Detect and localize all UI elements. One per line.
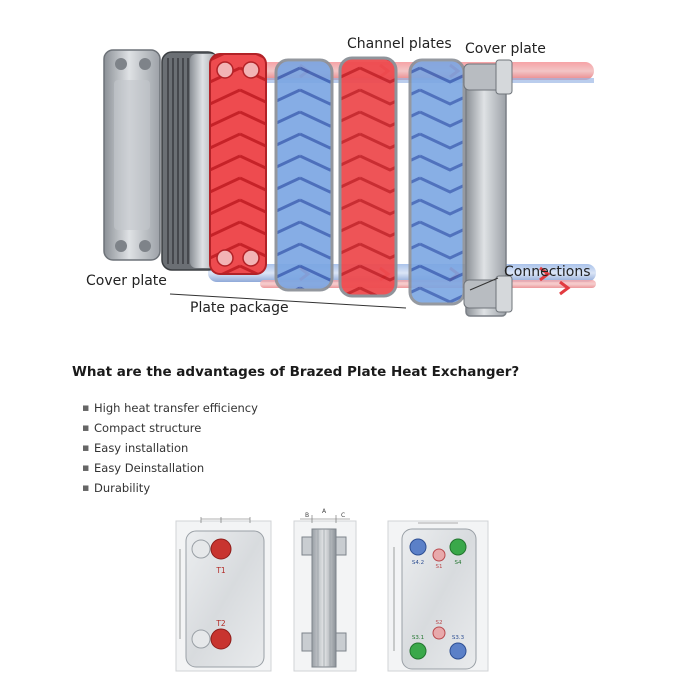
leader-lines bbox=[169, 277, 499, 309]
bullet-icon: ▪ bbox=[82, 441, 90, 454]
connection-nozzle-bottom bbox=[463, 275, 513, 313]
bullet-icon: ▪ bbox=[82, 421, 90, 434]
bullet-icon: ▪ bbox=[82, 461, 90, 474]
list-item: ▪ High heat transfer efficiency bbox=[82, 398, 258, 418]
list-item: ▪ Easy installation bbox=[82, 438, 258, 458]
advantages-heading: What are the advantages of Brazed Plate … bbox=[72, 364, 520, 380]
exploded-view-illustration bbox=[103, 49, 596, 317]
cold-channel-plate-1 bbox=[274, 58, 334, 292]
port-label-s4: S4 bbox=[455, 560, 462, 566]
rear-view-drawing: S4.2 S1 S4 S3.1 S2 S3.3 bbox=[387, 520, 489, 672]
right-cover-plate bbox=[463, 59, 513, 317]
dim-label-a: A bbox=[322, 508, 327, 515]
label-cover-plate-left: Cover plate bbox=[86, 273, 167, 289]
cold-pipe-top bbox=[208, 78, 594, 83]
bullet-icon: ▪ bbox=[82, 481, 90, 494]
list-item-text: Compact structure bbox=[94, 421, 202, 435]
label-channel-plates: Channel plates bbox=[347, 36, 452, 52]
port-label-s1: S1 bbox=[436, 564, 443, 570]
left-cover-plate bbox=[103, 49, 161, 261]
list-item-text: Easy Deinstallation bbox=[94, 461, 205, 475]
hot-channel-plate-1 bbox=[209, 53, 267, 275]
port-label-s3-1: S3.1 bbox=[412, 635, 424, 641]
list-item-text: High heat transfer efficiency bbox=[94, 401, 258, 415]
port-t2-icon bbox=[210, 628, 232, 650]
connection-nozzle-top bbox=[463, 59, 513, 95]
port-s4-2-icon bbox=[409, 538, 427, 556]
list-item: ▪ Durability bbox=[82, 478, 258, 498]
port-label-s2: S2 bbox=[436, 620, 443, 626]
label-connections: Connections bbox=[504, 264, 591, 280]
label-cover-plate-right: Cover plate bbox=[465, 41, 546, 57]
port-s2-icon bbox=[432, 626, 446, 640]
port-s3-3-icon bbox=[449, 642, 467, 660]
port-s1-icon bbox=[432, 548, 446, 562]
hot-channel-plate-2 bbox=[338, 56, 398, 298]
port-label-t1: T1 bbox=[215, 566, 226, 575]
technical-drawings: T1 T2 B A C S4.2 S1 S4 S3.1 S2 bbox=[175, 508, 489, 672]
label-plate-package: Plate package bbox=[190, 300, 289, 316]
bullet-icon: ▪ bbox=[82, 401, 90, 414]
cold-channel-plate-2 bbox=[408, 58, 466, 306]
front-view-drawing: T1 T2 bbox=[175, 517, 272, 672]
list-item-text: Durability bbox=[94, 481, 151, 495]
list-item: ▪ Easy Deinstallation bbox=[82, 458, 258, 478]
port-label-s4-2: S4.2 bbox=[412, 560, 424, 566]
port-label-t2: T2 bbox=[215, 619, 226, 628]
port-t1-icon bbox=[210, 538, 232, 560]
list-item-text: Easy installation bbox=[94, 441, 189, 455]
list-item: ▪ Compact structure bbox=[82, 418, 258, 438]
dim-label-c: C bbox=[341, 512, 345, 519]
port-label-s3-3: S3.3 bbox=[452, 635, 465, 641]
side-view-drawing: B A C bbox=[293, 508, 357, 672]
advantages-list: ▪ High heat transfer efficiency ▪ Compact … bbox=[82, 398, 258, 498]
port-s3-1-icon bbox=[409, 642, 427, 660]
port-s4-icon bbox=[449, 538, 467, 556]
dim-label-b: B bbox=[305, 512, 309, 519]
